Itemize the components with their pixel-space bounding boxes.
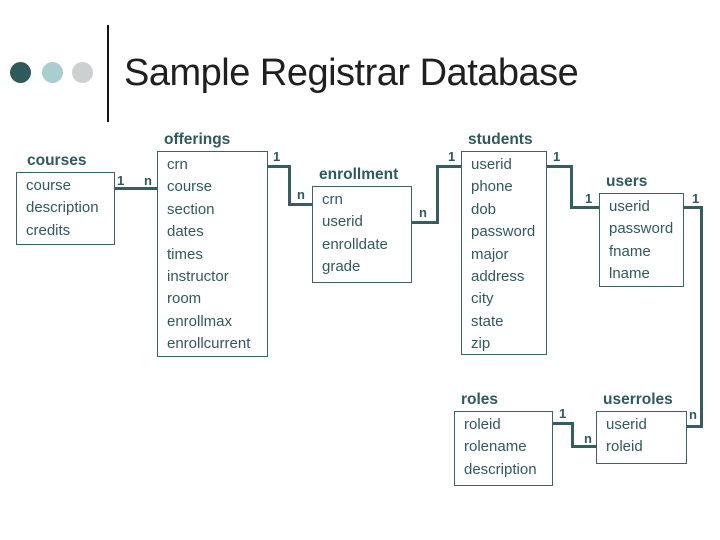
relationship-courses-offerings-line — [115, 187, 157, 190]
entity-roles-box: roleid rolename description — [454, 411, 553, 486]
entity-field: city — [471, 290, 494, 308]
decorative-circle-light-icon — [42, 62, 63, 83]
entity-users: users userid password fname lname — [599, 173, 684, 287]
relationship-students-users-line — [570, 206, 599, 209]
entity-field: course — [167, 178, 213, 196]
decorative-circle-dark-icon — [10, 62, 31, 83]
entity-field: course — [26, 177, 72, 194]
entity-field: credits — [26, 221, 71, 239]
decorative-circle-gray-icon — [72, 62, 93, 83]
entity-field: times — [167, 245, 203, 263]
entity-field: userid — [609, 198, 650, 215]
relationship-offerings-enrollment-line — [288, 165, 291, 206]
relationship-students-users-line — [547, 165, 573, 168]
entity-roles-label: roles — [461, 391, 499, 408]
entity-field: userid — [606, 416, 647, 433]
relationship-roles-userroles-line — [553, 422, 574, 425]
entity-field: roleid — [464, 416, 501, 433]
relationship-roles-userroles-line — [571, 445, 597, 448]
entity-field: description — [26, 199, 99, 217]
entity-field: phone — [471, 178, 513, 196]
entity-field: password — [609, 220, 674, 238]
entity-offerings: offerings crn course section dates times… — [157, 131, 268, 357]
entity-field: grade — [322, 258, 361, 276]
entity-courses: courses course description credits — [16, 152, 115, 245]
relationship-enrollment-students-line — [412, 221, 439, 224]
relationship-enrollment-students-line — [436, 165, 439, 224]
entity-offerings-box: crn course section dates times instructo… — [157, 151, 268, 357]
cardinality-label: 1 — [692, 191, 700, 206]
entity-courses-box: course description credits — [16, 172, 115, 245]
entity-userroles: userroles userid roleid — [596, 391, 687, 464]
entity-field: room — [167, 290, 202, 308]
relationship-roles-userroles-line — [571, 422, 574, 448]
entity-field: userid — [322, 213, 363, 231]
entity-field: dates — [167, 223, 204, 241]
cardinality-label: n — [419, 205, 427, 220]
entity-field: password — [471, 223, 536, 241]
entity-field: crn — [167, 156, 188, 173]
cardinality-label: 1 — [448, 149, 456, 164]
relationship-users-userroles-line — [687, 425, 703, 428]
entity-field: zip — [471, 335, 491, 353]
cardinality-label: n — [689, 407, 697, 422]
entity-field: enrollcurrent — [167, 335, 251, 353]
entity-enrollment: enrollment crn userid enrolldate grade — [312, 166, 412, 283]
entity-field: description — [464, 460, 537, 478]
cardinality-label: 1 — [553, 149, 561, 164]
entity-field: enrolldate — [322, 235, 388, 253]
entity-field: fname — [609, 242, 651, 260]
entity-roles: roles roleid rolename description — [454, 391, 553, 486]
entity-students-box: userid phone dob password major address … — [461, 151, 547, 355]
entity-field: roleid — [606, 438, 643, 456]
cardinality-label: n — [584, 431, 592, 446]
relationship-students-users-line — [570, 165, 573, 209]
entity-field: instructor — [167, 268, 229, 286]
relationship-offerings-enrollment-line — [288, 203, 312, 206]
entity-userroles-label: userroles — [603, 391, 673, 408]
entity-courses-label: courses — [27, 152, 87, 169]
entity-enrollment-label: enrollment — [319, 166, 399, 183]
entity-enrollment-box: crn userid enrolldate grade — [312, 186, 412, 283]
relationship-users-userroles-line — [700, 206, 703, 428]
entity-students: students userid phone dob password major… — [461, 131, 547, 355]
cardinality-label: 1 — [559, 406, 567, 421]
entity-field: crn — [322, 191, 343, 208]
entity-field: enrollmax — [167, 312, 233, 330]
entity-userroles-box: userid roleid — [596, 411, 687, 464]
entity-offerings-label: offerings — [164, 131, 231, 148]
entity-field: dob — [471, 200, 497, 218]
entity-field: lname — [609, 265, 650, 283]
slide-title: Sample Registrar Database — [124, 52, 579, 94]
entity-students-label: students — [468, 131, 533, 148]
entity-users-label: users — [606, 173, 648, 190]
cardinality-label: n — [144, 173, 152, 188]
entity-field: address — [471, 268, 525, 286]
entity-field: state — [471, 312, 504, 330]
title-divider-rule — [107, 25, 109, 122]
entity-field: major — [471, 245, 509, 263]
cardinality-label: 1 — [273, 149, 281, 164]
relationship-enrollment-students-line — [436, 165, 461, 168]
relationship-users-userroles-line — [684, 206, 703, 209]
entity-field: section — [167, 200, 215, 218]
cardinality-label: n — [297, 187, 305, 202]
cardinality-label: 1 — [585, 191, 593, 206]
entity-users-box: userid password fname lname — [599, 193, 684, 287]
cardinality-label: 1 — [117, 173, 125, 188]
entity-field: rolename — [464, 438, 527, 456]
entity-field: userid — [471, 156, 512, 173]
relationship-offerings-enrollment-line — [268, 165, 291, 168]
